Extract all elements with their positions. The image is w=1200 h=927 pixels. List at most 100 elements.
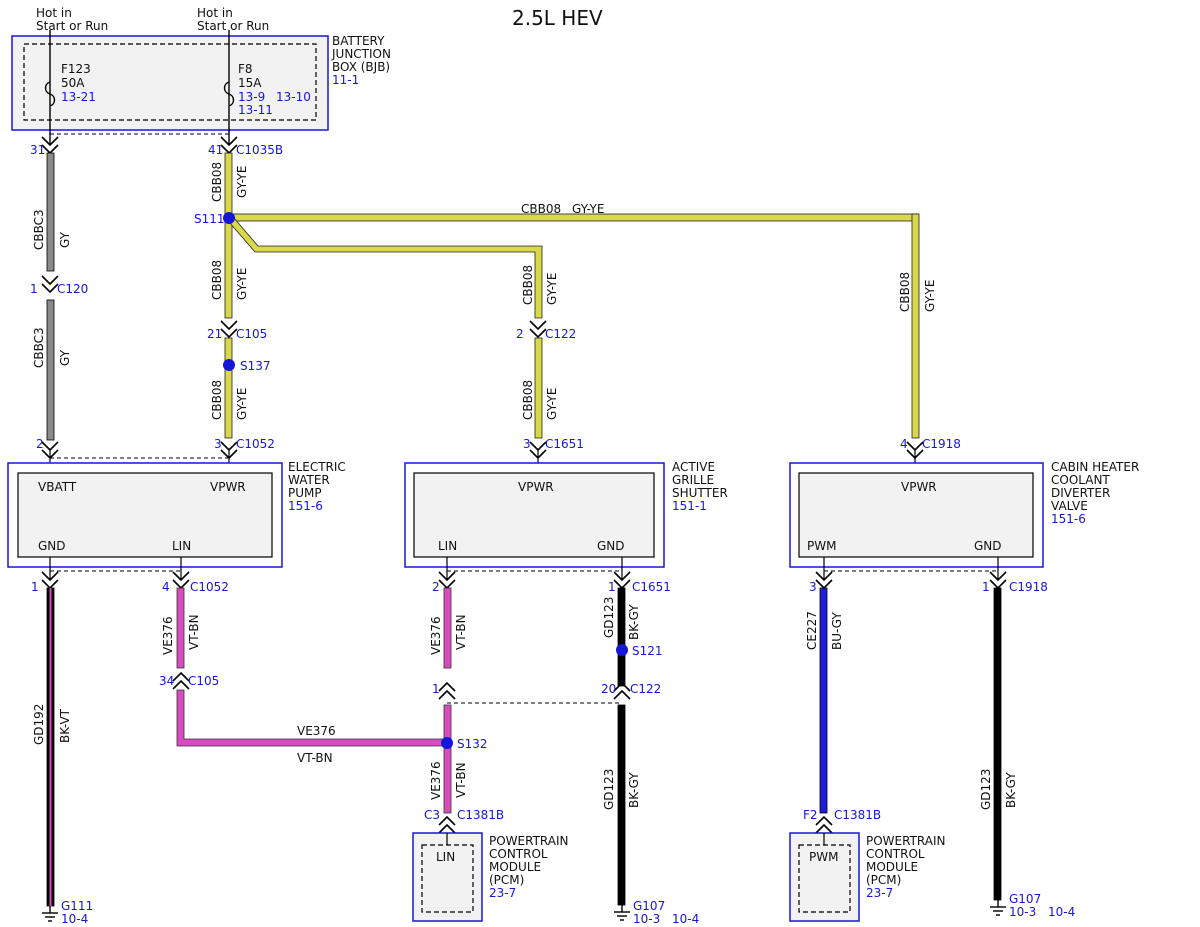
fuse-icon bbox=[44, 81, 56, 107]
active-grille-shutter: VPWR LIN GND ACTIVE GRILLE SHUTTER 151-1 bbox=[404, 460, 728, 568]
splice-s111-label[interactable]: S111 bbox=[194, 212, 225, 226]
ground-g107a-ref-1[interactable]: 10-3 bbox=[633, 912, 660, 926]
valve-pin-pwm: PWM bbox=[807, 539, 836, 553]
valve-bot-right-pin: 1 bbox=[982, 580, 990, 594]
pcm2-ref[interactable]: 23-7 bbox=[866, 886, 893, 900]
ground-g111-ref[interactable]: 10-4 bbox=[61, 912, 88, 926]
powertrain-control-module-pwm: PWM POWERTRAIN CONTROL MODULE (PCM) 23-7 bbox=[789, 832, 946, 922]
fuse-f123-id: F123 bbox=[61, 62, 91, 76]
pcm2-conn-pin: F2 bbox=[803, 808, 818, 822]
wire-ve376-circuit-3: VE376 bbox=[429, 761, 443, 800]
pcm1-ref[interactable]: 23-7 bbox=[489, 886, 516, 900]
wire-cbb08-color-2: GY-YE bbox=[235, 268, 249, 300]
wire-gd123-shutter bbox=[617, 587, 626, 906]
pump-pin-gnd: GND bbox=[38, 539, 66, 553]
shutter-name-3: SHUTTER bbox=[672, 486, 728, 500]
conn-c105-pin: 21 bbox=[207, 327, 222, 341]
pump-top-left-pin: 2 bbox=[36, 437, 44, 451]
splice-s132-label[interactable]: S132 bbox=[457, 737, 488, 751]
connector-symbol bbox=[41, 275, 59, 293]
valve-top-pin: 4 bbox=[900, 437, 908, 451]
pcm2-name-2: CONTROL bbox=[866, 847, 925, 861]
fuse-f8-rating: 15A bbox=[238, 76, 262, 90]
wire-cbb08 bbox=[224, 152, 920, 439]
pump-ref[interactable]: 151-6 bbox=[288, 499, 323, 513]
valve-ref[interactable]: 151-6 bbox=[1051, 512, 1086, 526]
pcm1-conn-name[interactable]: C1381B bbox=[457, 808, 504, 822]
wire-cbb08-circuit-4: CBB08 bbox=[521, 265, 535, 305]
powertrain-control-module-lin: LIN POWERTRAIN CONTROL MODULE (PCM) 23-7 bbox=[412, 832, 569, 922]
pcm2-conn-name[interactable]: C1381B bbox=[834, 808, 881, 822]
bjb-name-3: BOX (BJB) bbox=[332, 60, 390, 74]
conn-c120-pin: 1 bbox=[30, 282, 38, 296]
ground-g111-name[interactable]: G111 bbox=[61, 899, 93, 913]
valve-name-4: VALVE bbox=[1051, 499, 1088, 513]
conn-c122-name[interactable]: C122 bbox=[545, 327, 576, 341]
wire-cbb08-color-3: GY-YE bbox=[235, 388, 249, 420]
ground-g107b-ref-2[interactable]: 10-4 bbox=[1048, 905, 1075, 919]
conn-c122b-right-name[interactable]: C122 bbox=[630, 682, 661, 696]
wire-gd192-color: BK-VT bbox=[58, 708, 72, 743]
valve-pin-gnd: GND bbox=[974, 539, 1002, 553]
splice-s137-label[interactable]: S137 bbox=[240, 359, 271, 373]
wire-ve376-color-1: VT-BN bbox=[187, 614, 201, 650]
conn-c1035b-name[interactable]: C1035B bbox=[236, 143, 283, 157]
shutter-pin-gnd: GND bbox=[597, 539, 625, 553]
valve-name-2: COOLANT bbox=[1051, 473, 1110, 487]
wire-cbb08-circuit-top: CBB08 bbox=[521, 202, 561, 216]
wire-ve376-color-h: VT-BN bbox=[297, 751, 333, 765]
valve-top-name[interactable]: C1918 bbox=[922, 437, 961, 451]
connector-symbol bbox=[815, 816, 833, 834]
wire-cbbc3-color-2: GY bbox=[58, 349, 72, 366]
valve-name-1: CABIN HEATER bbox=[1051, 460, 1139, 474]
ground-icon bbox=[990, 900, 1006, 916]
wire-cbb08-color-6: GY-YE bbox=[923, 280, 937, 312]
wire-gd123-circuit-1: GD123 bbox=[602, 597, 616, 638]
shutter-ref[interactable]: 151-1 bbox=[672, 499, 707, 513]
conn-c105-name[interactable]: C105 bbox=[236, 327, 267, 341]
splice-s111-dot bbox=[223, 212, 235, 224]
hot-label-1-line2: Start or Run bbox=[36, 19, 108, 33]
bjb-name-2: JUNCTION bbox=[331, 47, 391, 61]
fuse-f8-ref-2[interactable]: 13-10 bbox=[276, 90, 311, 104]
shutter-bot-left-pin: 2 bbox=[432, 580, 440, 594]
conn-c105b-name[interactable]: C105 bbox=[188, 674, 219, 688]
wire-cbbc3-color: GY bbox=[58, 231, 72, 248]
fuse-f8-ref-1[interactable]: 13-9 bbox=[238, 90, 265, 104]
shutter-top-name[interactable]: C1651 bbox=[545, 437, 584, 451]
pump-bot-right-name[interactable]: C1052 bbox=[190, 580, 229, 594]
wire-ve376-circuit-1: VE376 bbox=[161, 616, 175, 655]
fuse-f8-ref-3[interactable]: 13-11 bbox=[238, 103, 273, 117]
splice-s121-label[interactable]: S121 bbox=[632, 644, 663, 658]
wire-gd123-color-2: BK-GY bbox=[627, 772, 641, 808]
ground-g107b-name[interactable]: G107 bbox=[1009, 892, 1041, 906]
shutter-bot-right-name[interactable]: C1651 bbox=[632, 580, 671, 594]
splice-s137-dot bbox=[223, 359, 235, 371]
wire-cbb08-circuit-3: CBB08 bbox=[210, 380, 224, 420]
wire-ve376 bbox=[176, 587, 452, 814]
pump-top-right-name[interactable]: C1052 bbox=[236, 437, 275, 451]
conn-c1035b-pin: 41 bbox=[208, 143, 223, 157]
pcm2-name-4: (PCM) bbox=[866, 873, 901, 887]
bjb-ref[interactable]: 11-1 bbox=[332, 73, 359, 87]
conn-c122b-right-pin: 20 bbox=[601, 682, 616, 696]
wire-cbb08-color-1: GY-YE bbox=[235, 166, 249, 198]
pcm2-name-1: POWERTRAIN bbox=[866, 834, 946, 848]
pump-pin-vbatt: VBATT bbox=[38, 480, 77, 494]
pcm2-pin-pwm: PWM bbox=[809, 850, 838, 864]
pcm1-name-2: CONTROL bbox=[489, 847, 548, 861]
hot-label-2-line1: Hot in bbox=[197, 6, 233, 20]
conn-c120-name[interactable]: C120 bbox=[57, 282, 88, 296]
ground-icon bbox=[614, 905, 630, 921]
wire-ce227-circuit: CE227 bbox=[805, 611, 819, 650]
valve-bot-right-name[interactable]: C1918 bbox=[1009, 580, 1048, 594]
shutter-pin-lin: LIN bbox=[438, 539, 457, 553]
diagram-title: 2.5L HEV bbox=[512, 6, 603, 30]
valve-bot-left-pin: 3 bbox=[809, 580, 817, 594]
ground-g107a-name[interactable]: G107 bbox=[633, 899, 665, 913]
ground-g107b-ref-1[interactable]: 10-3 bbox=[1009, 905, 1036, 919]
ground-g107a-ref-2[interactable]: 10-4 bbox=[672, 912, 699, 926]
fuse-f123-ref[interactable]: 13-21 bbox=[61, 90, 96, 104]
hot-label-2-line2: Start or Run bbox=[197, 19, 269, 33]
